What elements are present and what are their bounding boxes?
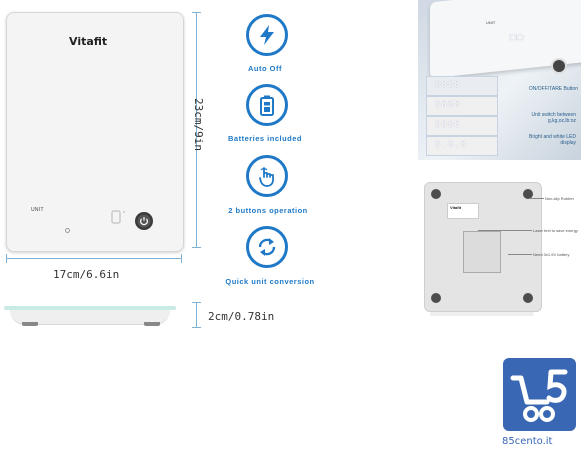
height-dimension-cap	[192, 247, 201, 248]
height-dimension-cap	[192, 12, 201, 13]
display-panel: 8.8.8	[426, 136, 498, 156]
scale-top-view: Vitafit UNIT	[6, 12, 184, 252]
battery-icon	[246, 84, 288, 126]
scale-side-glass	[4, 306, 176, 310]
display-digits: 8888	[435, 100, 461, 110]
width-dimension-line	[6, 258, 182, 259]
laser-text-label: Laser text to save energy	[533, 228, 578, 233]
scale-bottom-body: Vitafit	[424, 182, 542, 312]
battery-compartment	[463, 231, 501, 273]
scale-shadow	[430, 312, 534, 316]
feature-label: Quick unit conversion	[225, 277, 315, 286]
scale-side-foot	[22, 322, 38, 326]
unit-switch-note: Unit switch between g,kg,oz,lb:oz	[531, 112, 576, 124]
bottom-view-photo: Vitafit Non-slip Rubber Laser text to sa…	[418, 172, 581, 320]
refresh-arrows-icon	[246, 226, 288, 268]
rubber-foot-icon	[431, 189, 441, 199]
display-panel: 8888	[426, 116, 498, 136]
feature-label: 2 buttons operation	[228, 206, 308, 215]
thickness-dimension-line	[196, 302, 197, 328]
display-panel: 8888	[426, 96, 498, 116]
cart-logo-icon	[503, 358, 576, 431]
width-dimension-cap	[6, 254, 7, 263]
info-sticker: Vitafit	[447, 203, 479, 219]
scale-indicator-dot	[65, 228, 70, 233]
feature-label: Auto Off	[248, 64, 282, 73]
logo-text: 85cento.it	[502, 436, 553, 447]
thickness-dimension-cap	[192, 302, 201, 303]
photo-lcd-digits: □□	[510, 32, 525, 43]
height-dimension-line	[196, 12, 197, 248]
scale-side-body	[10, 310, 170, 325]
rubber-foot-icon	[431, 293, 441, 303]
leader-line	[508, 254, 532, 255]
display-digits: 8888	[435, 80, 461, 90]
display-closeup-photo: UNIT □□ ON/OFF/TARE Button 8888 8888 888…	[418, 0, 581, 160]
scale-brand: Vitafit	[69, 35, 108, 48]
led-display-note: Bright and white LED display	[529, 134, 576, 146]
rubber-foot-icon	[523, 189, 533, 199]
width-dimension-cap	[181, 254, 182, 263]
height-dimension-text: 23cm/9in	[192, 98, 205, 151]
thickness-dimension-text: 2cm/0.78in	[208, 310, 275, 323]
feature-label: Batteries included	[227, 134, 303, 143]
display-panel: 8888	[426, 76, 498, 96]
photo-unit-label: UNIT	[486, 20, 496, 25]
rubber-foot-icon	[523, 293, 533, 303]
non-slip-label: Non-slip Rubber	[545, 196, 574, 201]
tare-button-icon	[551, 58, 567, 74]
leader-line	[478, 230, 532, 231]
battery-label: Need 3x1.5V battery	[533, 252, 570, 257]
width-dimension-text: 17cm/6.6in	[53, 268, 120, 281]
button-note: ON/OFF/TARE Button	[528, 86, 578, 92]
touch-hand-icon	[246, 155, 288, 197]
display-digits: 8888	[435, 120, 461, 130]
scale-unit-label: UNIT	[31, 207, 44, 213]
display-digits: 8.8.8	[435, 140, 468, 150]
leader-line	[530, 198, 544, 199]
scale-lcd-display	[111, 210, 125, 224]
bottom-brand: Vitafit	[450, 205, 462, 210]
power-button-icon	[135, 212, 153, 230]
thickness-dimension-cap	[192, 327, 201, 328]
lightning-bolt-icon	[246, 14, 288, 56]
scale-side-foot	[144, 322, 160, 326]
